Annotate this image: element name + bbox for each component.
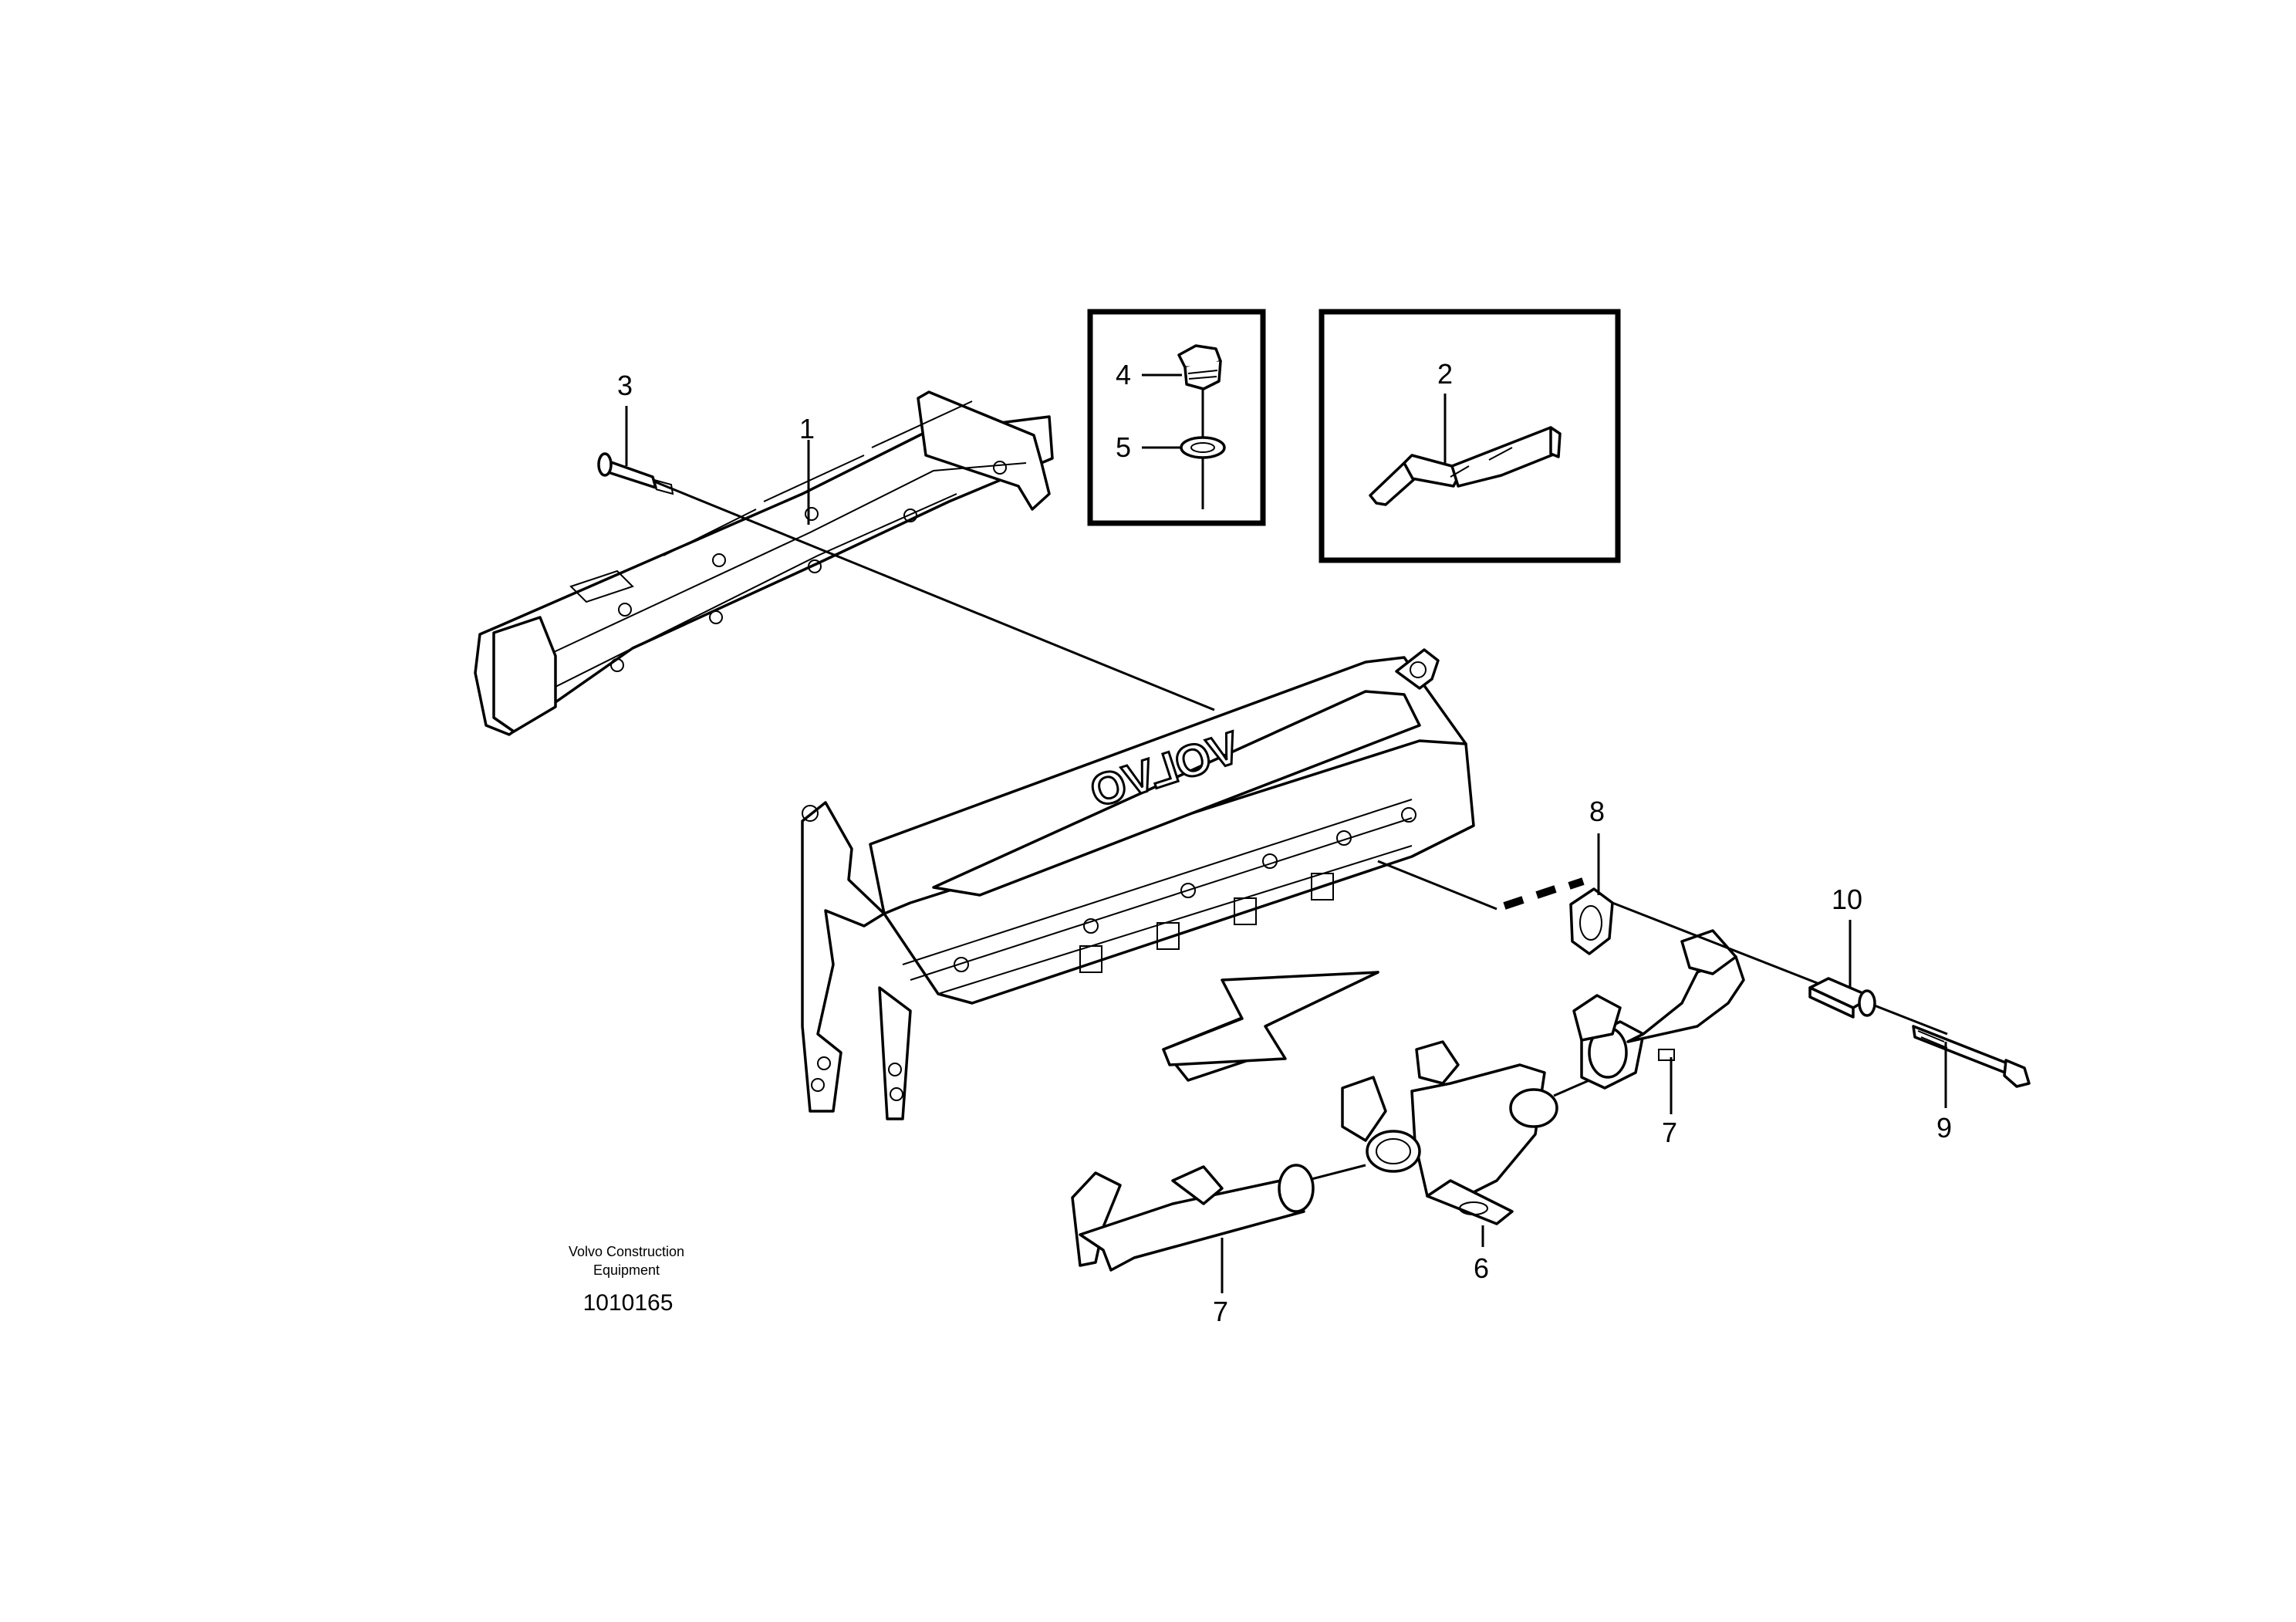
callout-9: 9: [1936, 1112, 1952, 1144]
plug-part: [1177, 344, 1222, 390]
assembly-line-bolt: [1612, 901, 1948, 1036]
head-bolt-row: [954, 807, 1416, 973]
exhaust-pipe-part-7-left: 7: [1071, 1164, 1315, 1327]
callout-1: 1: [799, 413, 815, 444]
exhaust-pipe-part-7-right: 7: [1572, 929, 1745, 1148]
callout-2: 2: [1437, 358, 1453, 390]
bolt-part-9: 9: [1912, 1025, 2031, 1144]
inset-box-sealant: 2: [1319, 309, 1621, 563]
washer-part: [1180, 436, 1226, 459]
inset-box-plug-washer: 4 5: [1087, 309, 1266, 526]
gasket-part-8: 8: [1569, 796, 1614, 955]
front-direction-arrow: [1162, 971, 1379, 1082]
callout-6: 6: [1474, 1252, 1489, 1284]
dashed-assembly-line: [1377, 860, 1585, 911]
callout-5: 5: [1116, 431, 1131, 463]
caption-company-2: Equipment: [593, 1262, 660, 1278]
spacer-sleeve-part-10: 10: [1808, 884, 1876, 1019]
callout-7-right: 7: [1662, 1117, 1677, 1148]
exhaust-manifold-part-6: 6: [1341, 1040, 1558, 1284]
assembly-line-left-pipe: [1311, 1164, 1366, 1181]
engine-head-assembly: VOLVO: [801, 648, 1475, 1120]
sealant-tube-part: [1369, 426, 1562, 506]
callout-3: 3: [617, 370, 633, 401]
assembly-line-right-pipe: [1553, 1079, 1590, 1097]
figure-caption: Volvo Construction Equipment 1010165: [569, 1244, 684, 1316]
figure-number: 1010165: [583, 1290, 674, 1316]
callout-8: 8: [1589, 796, 1605, 827]
intake-cover-part-1: 1: [474, 390, 1054, 736]
callout-10: 10: [1832, 884, 1862, 915]
callout-4: 4: [1116, 359, 1131, 390]
caption-company: Volvo Construction: [569, 1244, 684, 1259]
assembly-line-cover: [653, 480, 1215, 711]
bolt-part-3: 3: [597, 370, 674, 495]
callout-7-left: 7: [1213, 1296, 1228, 1327]
